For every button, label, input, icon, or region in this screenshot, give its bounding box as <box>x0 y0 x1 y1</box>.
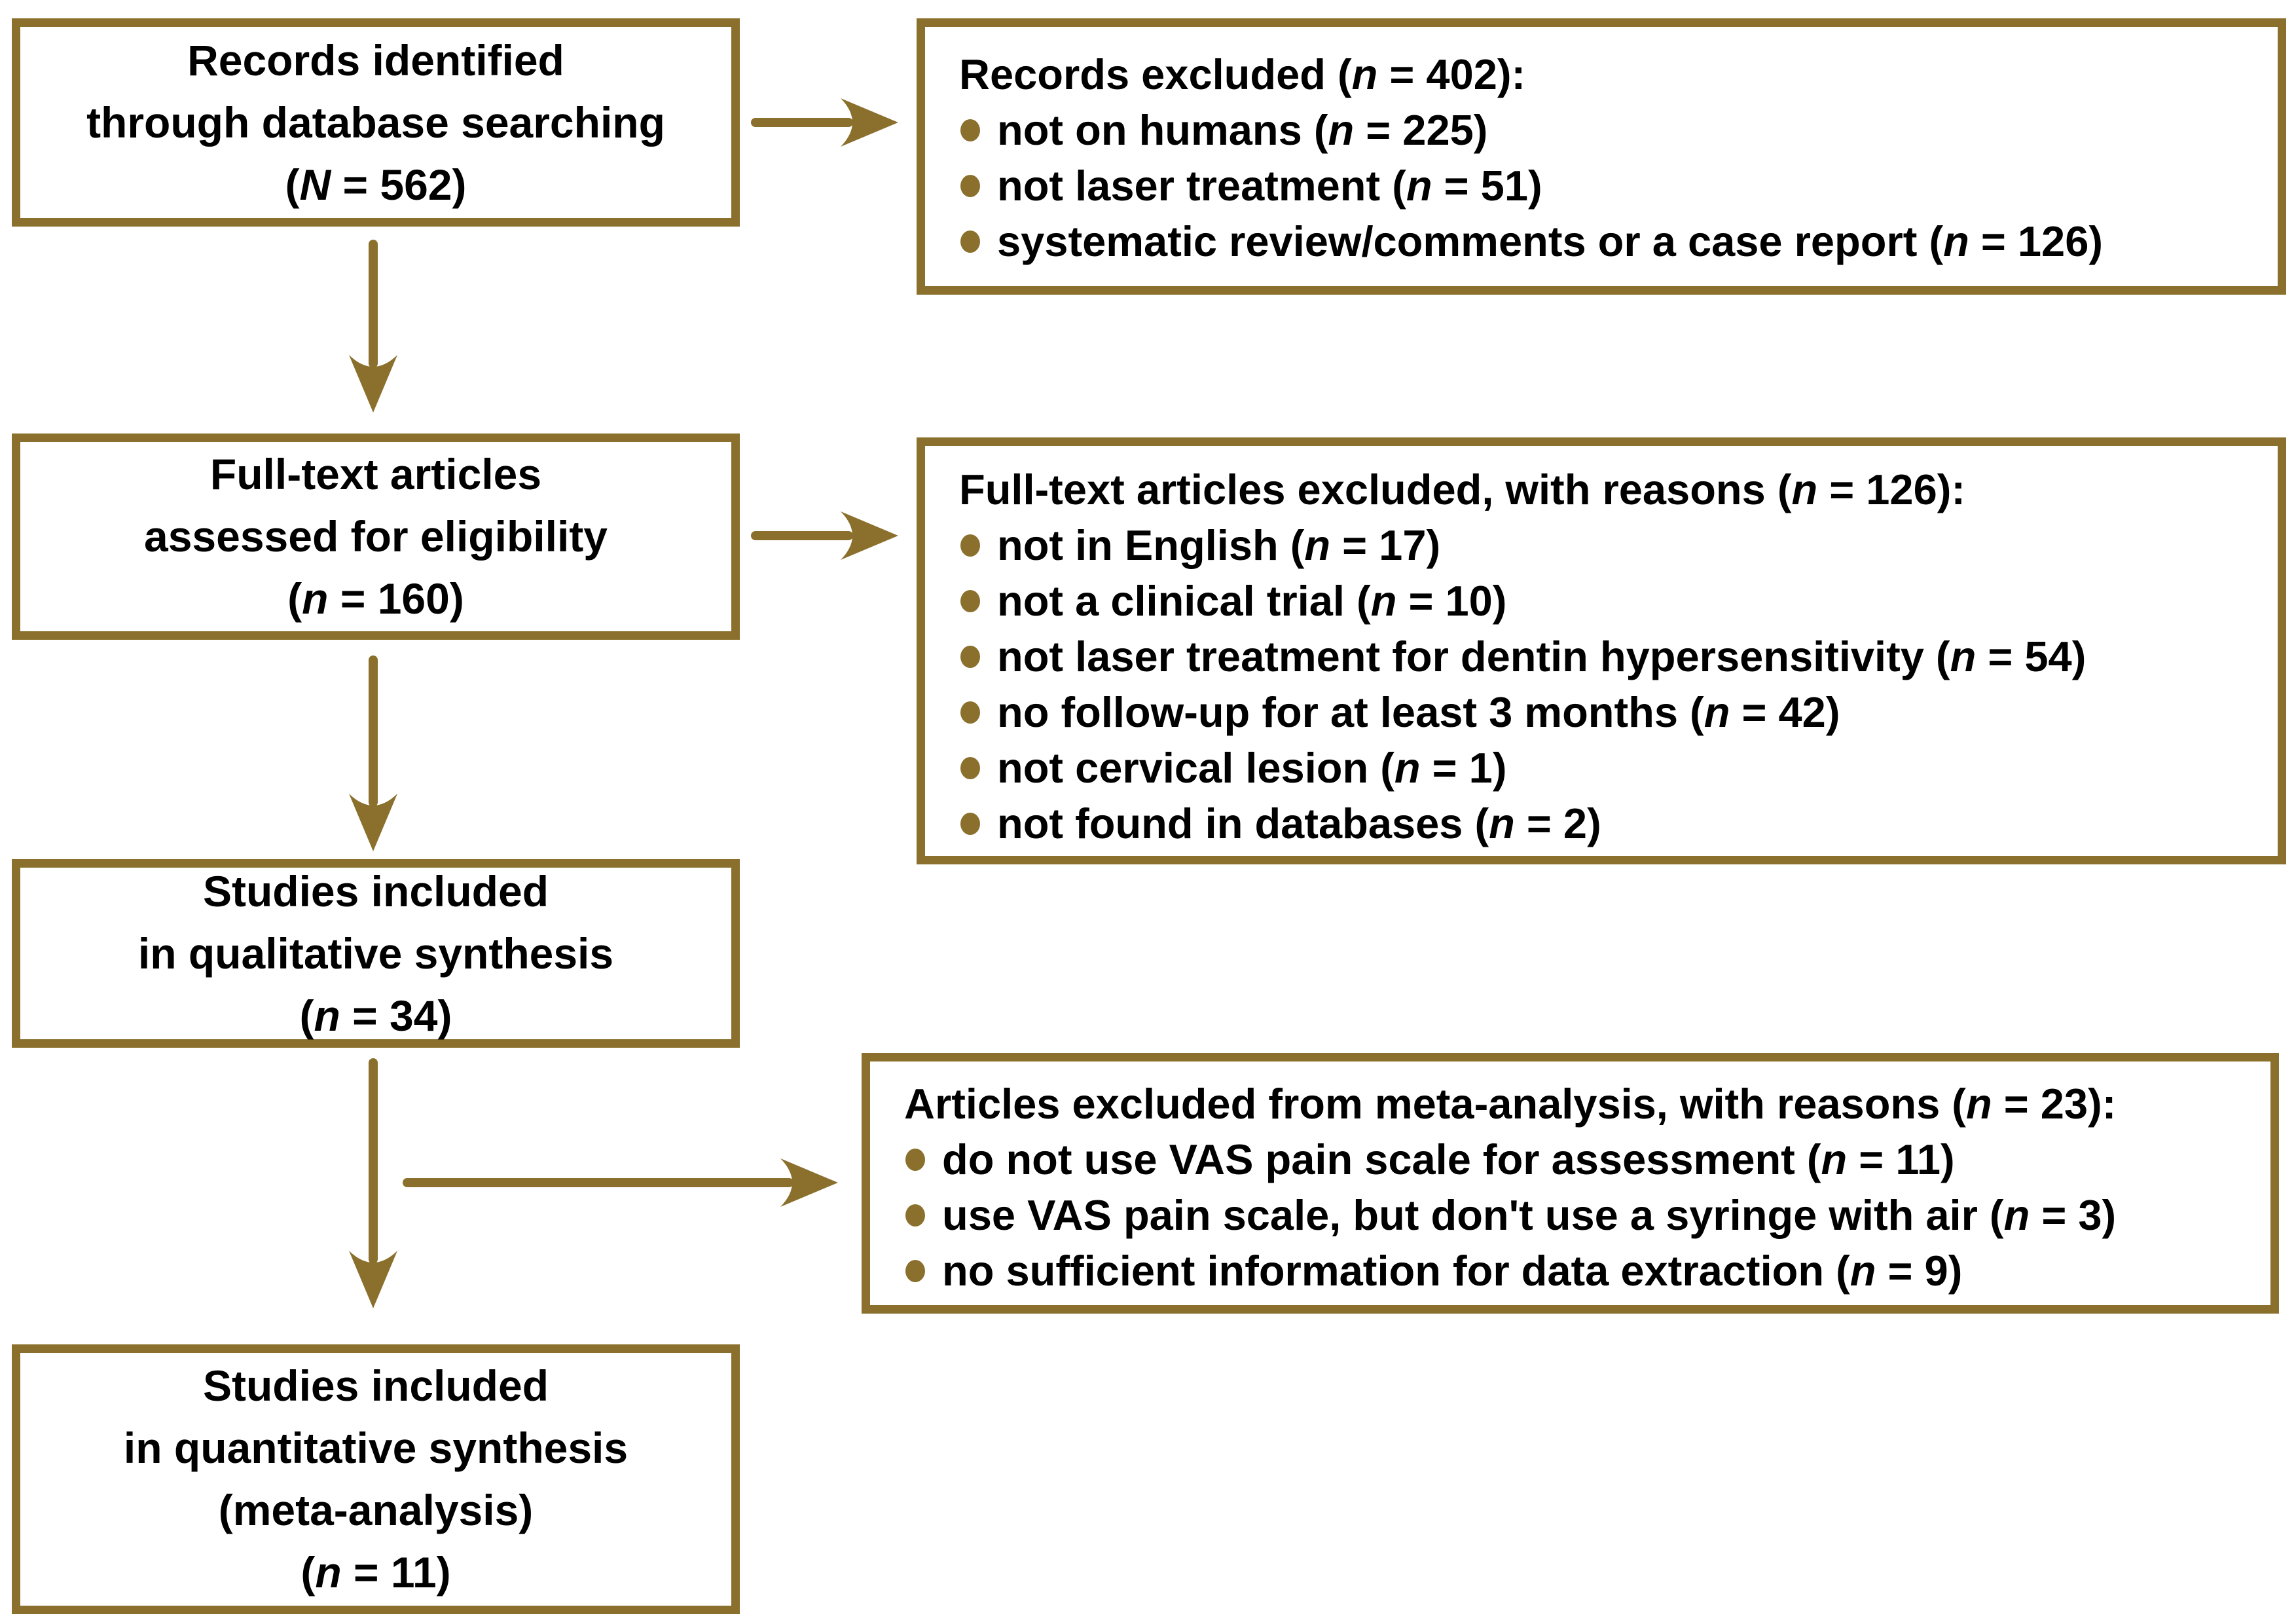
box-qualitative-synthesis: Studies included in qualitative synthesi… <box>12 859 740 1048</box>
box-records-identified: Records identified through database sear… <box>12 18 740 227</box>
bullet-dot-icon <box>905 1149 925 1171</box>
box-line: Studies included <box>202 866 549 915</box>
box-meta-analysis-excluded: Articles excluded from meta-analysis, wi… <box>862 1053 2279 1314</box>
exclusion-reason: not cervical lesion (n = 1) <box>959 740 2265 796</box>
bullet-dot-icon <box>960 119 980 141</box>
box-line: (n = 11) <box>301 1548 451 1596</box>
bullet-dot-icon <box>960 757 980 779</box>
box-line: assessed for eligibility <box>144 512 608 561</box>
bullet-dot-icon <box>960 534 980 557</box>
box-line: Studies included <box>202 1361 549 1410</box>
bullet-dot-icon <box>960 590 980 612</box>
bullet-dot-icon <box>960 175 980 197</box>
arrow-right-meta-analysis-excluded <box>403 1158 838 1207</box>
arrow-down-2 <box>349 655 397 851</box>
exclusion-reason: not a clinical trial (n = 10) <box>959 573 2265 629</box>
exclusion-reason: not in English (n = 17) <box>959 517 2265 573</box>
bullet-dot-icon <box>960 701 980 724</box>
arrow-right-fulltext-excluded <box>751 511 898 560</box>
exclusion-reason: do not use VAS pain scale for assessment… <box>904 1132 2257 1187</box>
exclusion-reason: not laser treatment (n = 51) <box>959 158 2265 213</box>
arrow-down-3 <box>349 1058 397 1308</box>
exclusion-reason: not found in databases (n = 2) <box>959 796 2265 851</box>
box-line: (n = 34) <box>299 991 452 1040</box>
box-line: (meta-analysis) <box>218 1486 534 1534</box>
box-line: through database searching <box>86 98 665 147</box>
box-fulltext-excluded: Full-text articles excluded, with reason… <box>917 437 2286 864</box>
box-line: in qualitative synthesis <box>137 929 614 978</box>
box-line: Full-text articles <box>210 450 542 498</box>
box-line: (N = 562) <box>285 160 467 209</box>
exclusion-title: Full-text articles excluded, with reason… <box>959 466 1966 513</box>
box-line: Records identified <box>187 35 564 84</box>
bullet-dot-icon <box>960 813 980 835</box>
exclusion-title: Records excluded (n = 402): <box>959 50 1526 98</box>
box-records-excluded: Records excluded (n = 402): not on human… <box>917 18 2286 295</box>
exclusion-reason: systematic review/comments or a case rep… <box>959 213 2265 269</box>
exclusion-reason: not laser treatment for dentin hypersens… <box>959 629 2265 684</box>
box-fulltext-assessed: Full-text articles assessed for eligibil… <box>12 434 740 640</box>
box-line: in quantitative synthesis <box>123 1424 629 1472</box>
box-quantitative-synthesis: Studies included in quantitative synthes… <box>12 1344 740 1614</box>
bullet-dot-icon <box>905 1260 925 1282</box>
arrow-right-records-excluded <box>751 98 898 147</box>
exclusion-title: Articles excluded from meta-analysis, wi… <box>904 1080 2117 1128</box>
exclusion-reason: not on humans (n = 225) <box>959 102 2265 158</box>
box-line: (n = 160) <box>287 574 464 623</box>
bullet-dot-icon <box>960 646 980 668</box>
exclusion-reason: no follow-up for at least 3 months (n = … <box>959 684 2265 740</box>
exclusion-reason: use VAS pain scale, but don't use a syri… <box>904 1187 2257 1243</box>
arrow-down-1 <box>349 240 397 413</box>
bullet-dot-icon <box>960 231 980 253</box>
bullet-dot-icon <box>905 1204 925 1227</box>
exclusion-reason: no sufficient information for data extra… <box>904 1243 2257 1299</box>
